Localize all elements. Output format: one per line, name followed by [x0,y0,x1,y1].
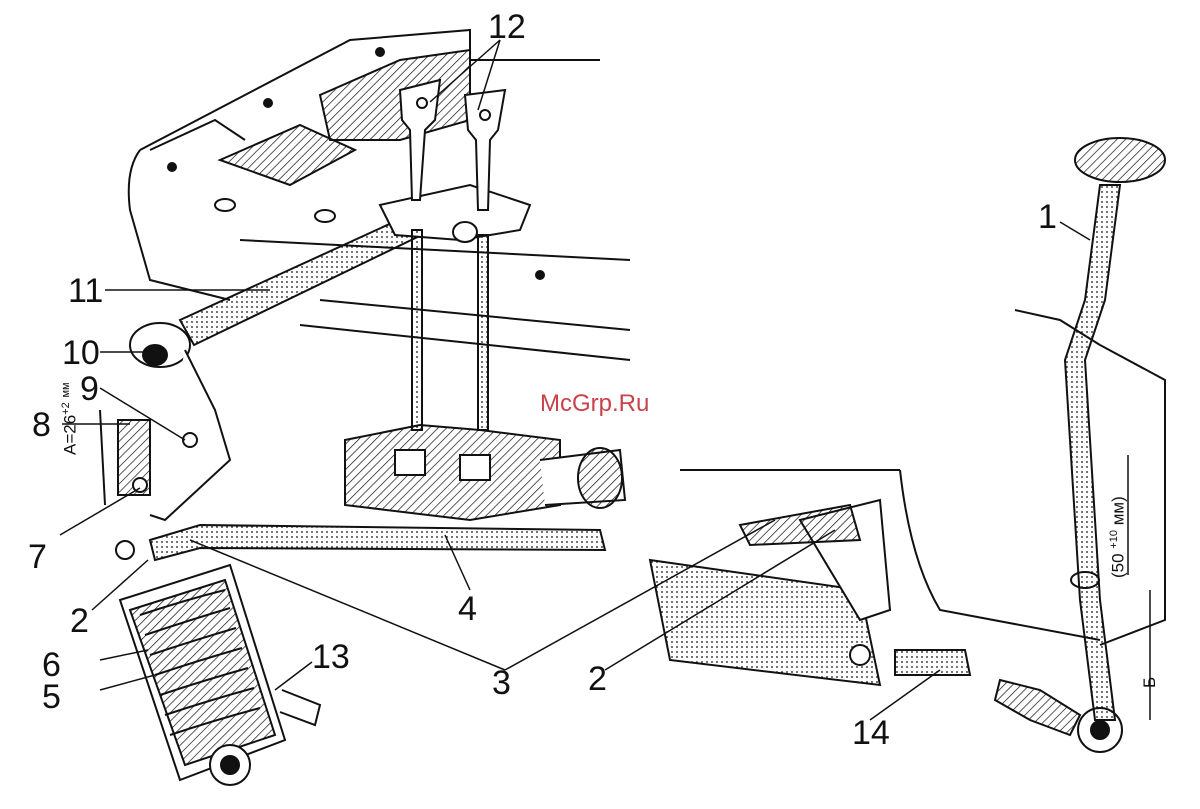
callout-2-right: 2 [588,660,607,698]
dimension-travel-tolerance: +10 [1108,530,1120,549]
callout-13: 13 [312,638,350,676]
dimension-b: Б [1140,676,1159,688]
callout-6: 6 [42,646,61,684]
dimension-travel-unit: мм) [1108,496,1128,526]
dimension-travel-value: (50 [1108,553,1128,578]
callout-11: 11 [68,272,104,310]
callout-12: 12 [488,8,526,46]
dimension-a-value: A=26 [60,414,80,455]
link-rod [148,523,607,562]
callout-2-left: 2 [70,602,89,640]
spring-box [115,540,322,786]
leader-lines [59,39,1151,721]
dimension-a: A=26+2 мм [60,382,81,455]
callout-4: 4 [458,590,477,628]
gear-lever [1063,137,1166,721]
dimension-a-tolerance: +2 [60,402,72,415]
right-linkage [648,309,1166,753]
callout-3: 3 [492,664,511,702]
callout-1: 1 [1038,198,1057,236]
dimension-a-unit: мм [60,382,72,398]
callout-8: 8 [32,406,51,444]
lever-assembly [99,322,232,522]
callout-5: 5 [42,678,61,716]
callout-9: 9 [80,370,99,408]
callout-14: 14 [852,714,890,752]
watermark: McGrp.Ru [540,390,650,417]
callout-10: 10 [62,334,100,372]
shift-blocks [344,423,627,522]
callout-7: 7 [28,538,47,576]
dimension-travel: (50 +10 мм) [1108,496,1129,578]
shift-forks [398,78,507,431]
